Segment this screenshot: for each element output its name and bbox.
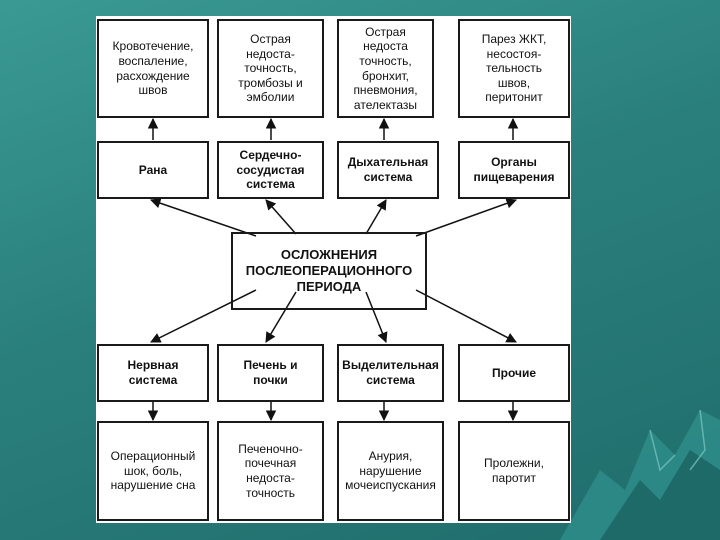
top-desc-cardio-text: Острая недоста- точность, тромбозы и эмб… [238, 32, 303, 105]
center-title-box: ОСЛОЖНЕНИЯ ПОСЛЕОПЕРАЦИОННОГО ПЕРИОДА [231, 232, 427, 310]
arrow-center-to-cardio [266, 200, 296, 234]
top-desc-digestive: Парез ЖКТ, несостоя- тельность швов, пер… [458, 19, 570, 118]
top-desc-wound-text: Кровотечение, воспаление, расхождение шв… [113, 39, 194, 98]
bottom-desc-other: Пролежни, паротит [458, 421, 570, 521]
center-title: ОСЛОЖНЕНИЯ ПОСЛЕОПЕРАЦИОННОГО ПЕРИОДА [246, 247, 413, 295]
bottom-desc-liver-text: Печеночно- почечная недоста- точность [238, 442, 302, 501]
bottom-desc-nervous-text: Операционный шок, боль, нарушение сна [111, 449, 196, 493]
top-category-digestive-label: Органы пищеварения [474, 155, 555, 184]
top-category-wound-label: Рана [139, 163, 167, 178]
arrow-center-to-respiratory [366, 200, 386, 234]
bottom-category-nervous-label: Нервная система [128, 358, 179, 387]
bottom-category-excretory-label: Выделительная система [342, 358, 439, 387]
arrow-center-to-other [416, 290, 516, 342]
bottom-desc-liver: Печеночно- почечная недоста- точность [217, 421, 324, 521]
top-desc-digestive-text: Парез ЖКТ, несостоя- тельность швов, пер… [482, 32, 547, 105]
top-category-cardio: Сердечно- сосудистая система [217, 141, 324, 199]
bottom-category-other: Прочие [458, 344, 570, 402]
bottom-desc-other-text: Пролежни, паротит [484, 456, 544, 485]
bottom-desc-excretory-text: Анурия, нарушение мочеиспускания [345, 449, 436, 493]
top-category-respiratory-label: Дыхательная система [348, 155, 429, 184]
top-desc-respiratory-text: Острая недоста точность, бронхит, пневмо… [353, 25, 417, 113]
bottom-category-other-label: Прочие [492, 366, 536, 381]
bottom-desc-excretory: Анурия, нарушение мочеиспускания [337, 421, 444, 521]
top-desc-wound: Кровотечение, воспаление, расхождение шв… [97, 19, 209, 118]
diagram-panel: Кровотечение, воспаление, расхождение шв… [96, 16, 571, 523]
top-desc-respiratory: Острая недоста точность, бронхит, пневмо… [337, 19, 434, 118]
arrow-center-to-digestive [416, 200, 516, 236]
bottom-category-excretory: Выделительная система [337, 344, 444, 402]
top-desc-cardio: Острая недоста- точность, тромбозы и эмб… [217, 19, 324, 118]
bottom-category-liver-label: Печень и почки [244, 358, 298, 387]
bottom-desc-nervous: Операционный шок, боль, нарушение сна [97, 421, 209, 521]
bottom-category-liver: Печень и почки [217, 344, 324, 402]
top-category-respiratory: Дыхательная система [337, 141, 439, 199]
top-category-cardio-label: Сердечно- сосудистая система [236, 148, 304, 192]
arrow-center-to-wound [151, 200, 256, 236]
top-category-digestive: Органы пищеварения [458, 141, 570, 199]
bottom-category-nervous: Нервная система [97, 344, 209, 402]
top-category-wound: Рана [97, 141, 209, 199]
